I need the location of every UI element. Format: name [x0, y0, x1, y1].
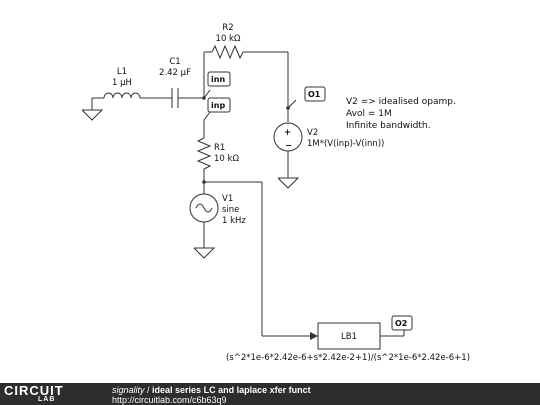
l1-name: L1	[117, 67, 127, 77]
node-label-o2: O2	[395, 319, 407, 328]
l1-inductor-icon	[103, 92, 141, 99]
o1-tag-leader	[287, 99, 297, 109]
node-label-inp: inp	[211, 101, 225, 110]
r2-resistor-icon	[211, 44, 244, 60]
footer-author[interactable]: signality	[112, 385, 145, 395]
node-tag-inn	[207, 71, 231, 87]
footer-bar: CIRCUIT LAB signality / ideal series LC …	[0, 383, 540, 405]
r1-name: R1	[214, 143, 225, 153]
v2-name: V2	[307, 128, 318, 138]
c1-value: 2.42 µF	[159, 68, 191, 78]
node-tag-o2	[391, 315, 413, 331]
footer-title-line: signality / ideal series LC and laplace …	[112, 385, 311, 395]
note-line-3: Infinite bandwidth.	[346, 121, 430, 131]
node-tag-inp	[207, 97, 231, 113]
r1-value: 10 kΩ	[214, 154, 239, 164]
junction-dot	[202, 180, 206, 184]
footer-separator: /	[144, 385, 153, 395]
v1-name: V1	[222, 194, 233, 204]
l1-ground-icon	[81, 109, 104, 121]
node-label-o1: O1	[308, 90, 321, 99]
footer-title: ideal series LC and laplace xfer funct	[152, 385, 311, 395]
junction-dot	[202, 96, 206, 100]
note-line-2: Avol = 1M	[346, 109, 392, 119]
sine-wave-icon	[195, 203, 213, 213]
v2-ground-icon	[277, 177, 300, 189]
v1-type: sine	[222, 205, 239, 215]
minus-icon: −	[285, 141, 292, 151]
lb1-expr: (s^2*1e-6*2.42e-6+s*2.42e-2+1)/(s^2*1e-6…	[226, 353, 470, 363]
r2-value: 10 kΩ	[216, 34, 241, 44]
r1-resistor-icon	[196, 137, 212, 170]
circuitlab-logo: CIRCUIT	[4, 383, 64, 398]
v2-value: 1M*(V(inp)-V(inn))	[307, 139, 384, 149]
c1-name: C1	[169, 57, 180, 67]
arrow-icon	[310, 332, 318, 340]
footer-url[interactable]: http://circuitlab.com/c6b63q9	[112, 395, 227, 405]
r2-name: R2	[222, 23, 233, 33]
node-tag-o1	[304, 86, 326, 102]
junction-dot	[286, 106, 290, 110]
circuitlab-logo-sub: LAB	[38, 396, 56, 403]
plus-icon: +	[284, 128, 291, 138]
node-label-inn: inn	[211, 75, 225, 84]
v1-freq: 1 kHz	[222, 216, 246, 226]
v1-ground-icon	[193, 247, 216, 259]
inp-tag-leader	[203, 111, 211, 121]
l1-value: 1 µH	[112, 78, 132, 88]
lb1-name: LB1	[341, 332, 357, 342]
note-line-1: V2 => idealised opamp.	[346, 97, 456, 107]
